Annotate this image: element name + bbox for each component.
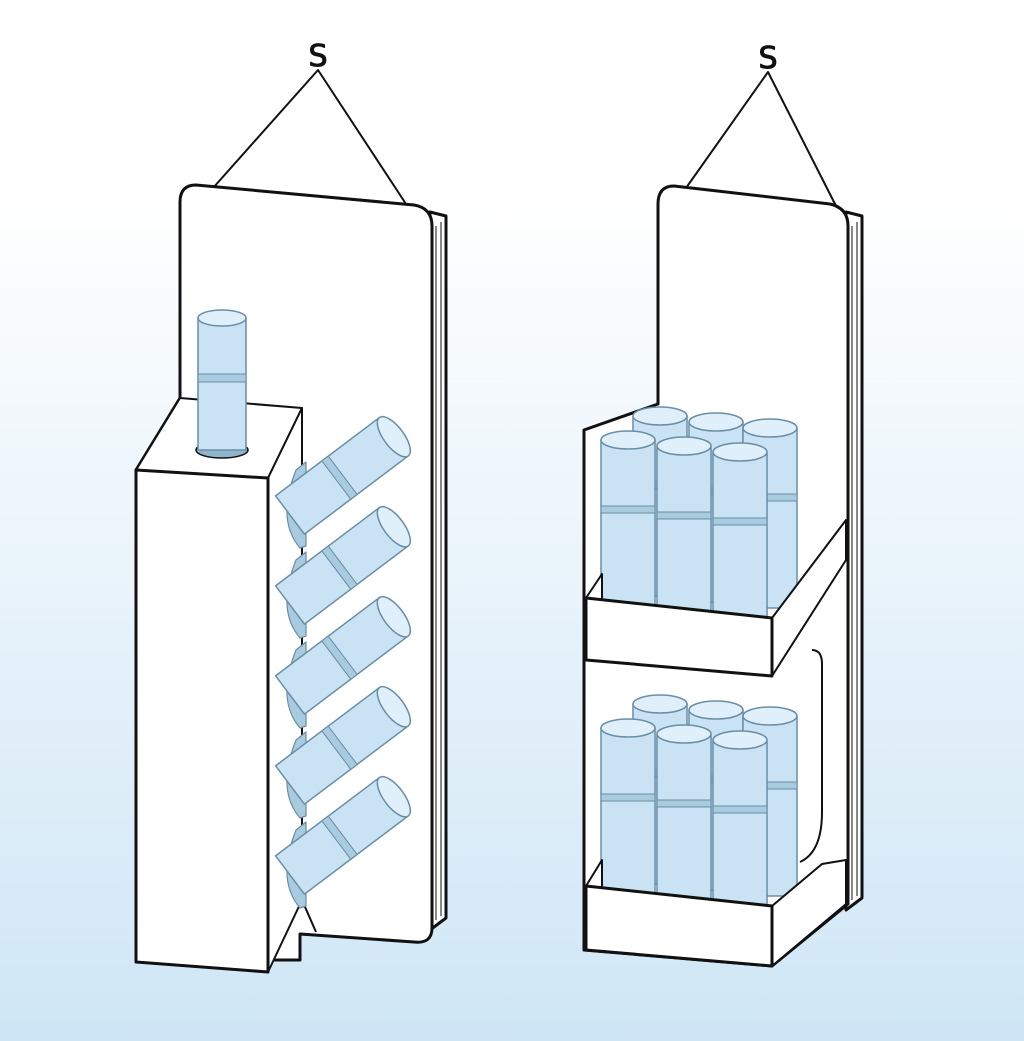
right-top-tier-tubes (600, 406, 798, 633)
upright-tube (712, 730, 768, 921)
upright-tube (712, 442, 768, 633)
left-front-block-face (134, 468, 270, 974)
left-hanging-cord (212, 69, 407, 205)
angled-tube (274, 685, 412, 819)
right-hook-label: S (758, 41, 777, 76)
left-hook-label: S (308, 39, 327, 74)
angled-tube (274, 775, 412, 909)
right-bottom-tier-tubes (600, 694, 798, 921)
left-hook: S (212, 39, 407, 205)
left-angled-tubes (274, 415, 412, 909)
right-bottom-tray (584, 859, 847, 968)
upright-tube (656, 436, 712, 627)
angled-tube (274, 505, 412, 639)
upright-tube (600, 718, 656, 909)
left-display: S (134, 39, 448, 974)
angled-tube (274, 415, 412, 549)
upright-tube (600, 430, 656, 621)
right-hook: S (685, 41, 837, 207)
angled-tube (274, 595, 412, 729)
upright-tube (656, 724, 712, 915)
left-upright-tube (195, 309, 249, 459)
right-top-tray (584, 519, 847, 678)
right-hanging-cord (685, 71, 837, 207)
right-display: S (582, 41, 864, 968)
